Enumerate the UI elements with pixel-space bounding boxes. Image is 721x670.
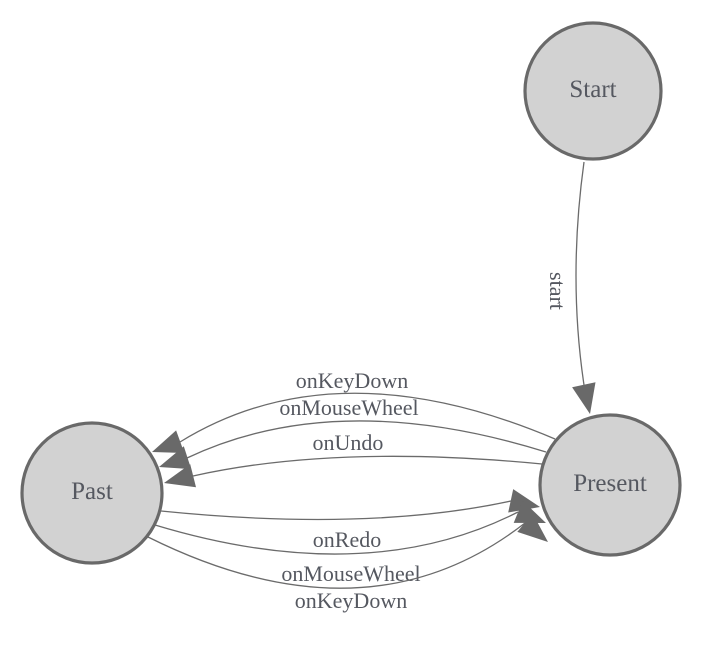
state-node-present: Present [538, 413, 682, 557]
edge-label-onkeydown-bottom: onKeyDown [295, 588, 407, 613]
transition-present-to-past-onkeydown: onKeyDown [152, 368, 556, 453]
edge-curve [147, 522, 526, 589]
state-circle-start [523, 21, 663, 161]
state-circle-past [20, 421, 164, 565]
transition-past-to-present-onmousewheel: onMouseWheel [154, 500, 546, 586]
edge-label-onkeydown-top: onKeyDown [296, 368, 408, 393]
arrowhead [513, 500, 546, 523]
node-label-present: Present [573, 470, 647, 497]
state-node-past: Past [20, 421, 164, 565]
edge-label-onredo: onRedo [313, 527, 381, 552]
node-label-past: Past [71, 478, 113, 505]
transition-present-to-past-onundo: onUndo [164, 430, 543, 488]
edge-curve [154, 511, 519, 555]
edge-curve [160, 500, 512, 521]
edge-label-start: start [545, 272, 570, 310]
edge-label-onundo: onUndo [313, 430, 384, 455]
edge-label-onmousewheel-top: onMouseWheel [279, 395, 418, 420]
edge-curve [186, 420, 547, 459]
state-circle-present [538, 413, 682, 557]
node-label-start: Start [569, 76, 616, 103]
transition-past-to-present-onkeydown: onKeyDown [147, 513, 548, 613]
state-node-start: Start [523, 21, 663, 161]
edge-curve [575, 161, 585, 386]
arrowhead [152, 430, 185, 453]
edge-label-onmousewheel-bottom: onMouseWheel [281, 561, 420, 586]
arrowhead [159, 446, 192, 470]
transition-present-to-past-onmousewheel: onMouseWheel [159, 395, 547, 470]
arrowhead [508, 489, 540, 513]
arrowhead [572, 382, 596, 414]
arrowhead [164, 464, 196, 488]
edge-curve [192, 455, 543, 477]
transition-start-to-present: start [545, 161, 596, 414]
arrowhead [517, 513, 548, 542]
transition-past-to-present-onredo: onRedo [160, 489, 540, 552]
edge-curve [179, 392, 556, 443]
